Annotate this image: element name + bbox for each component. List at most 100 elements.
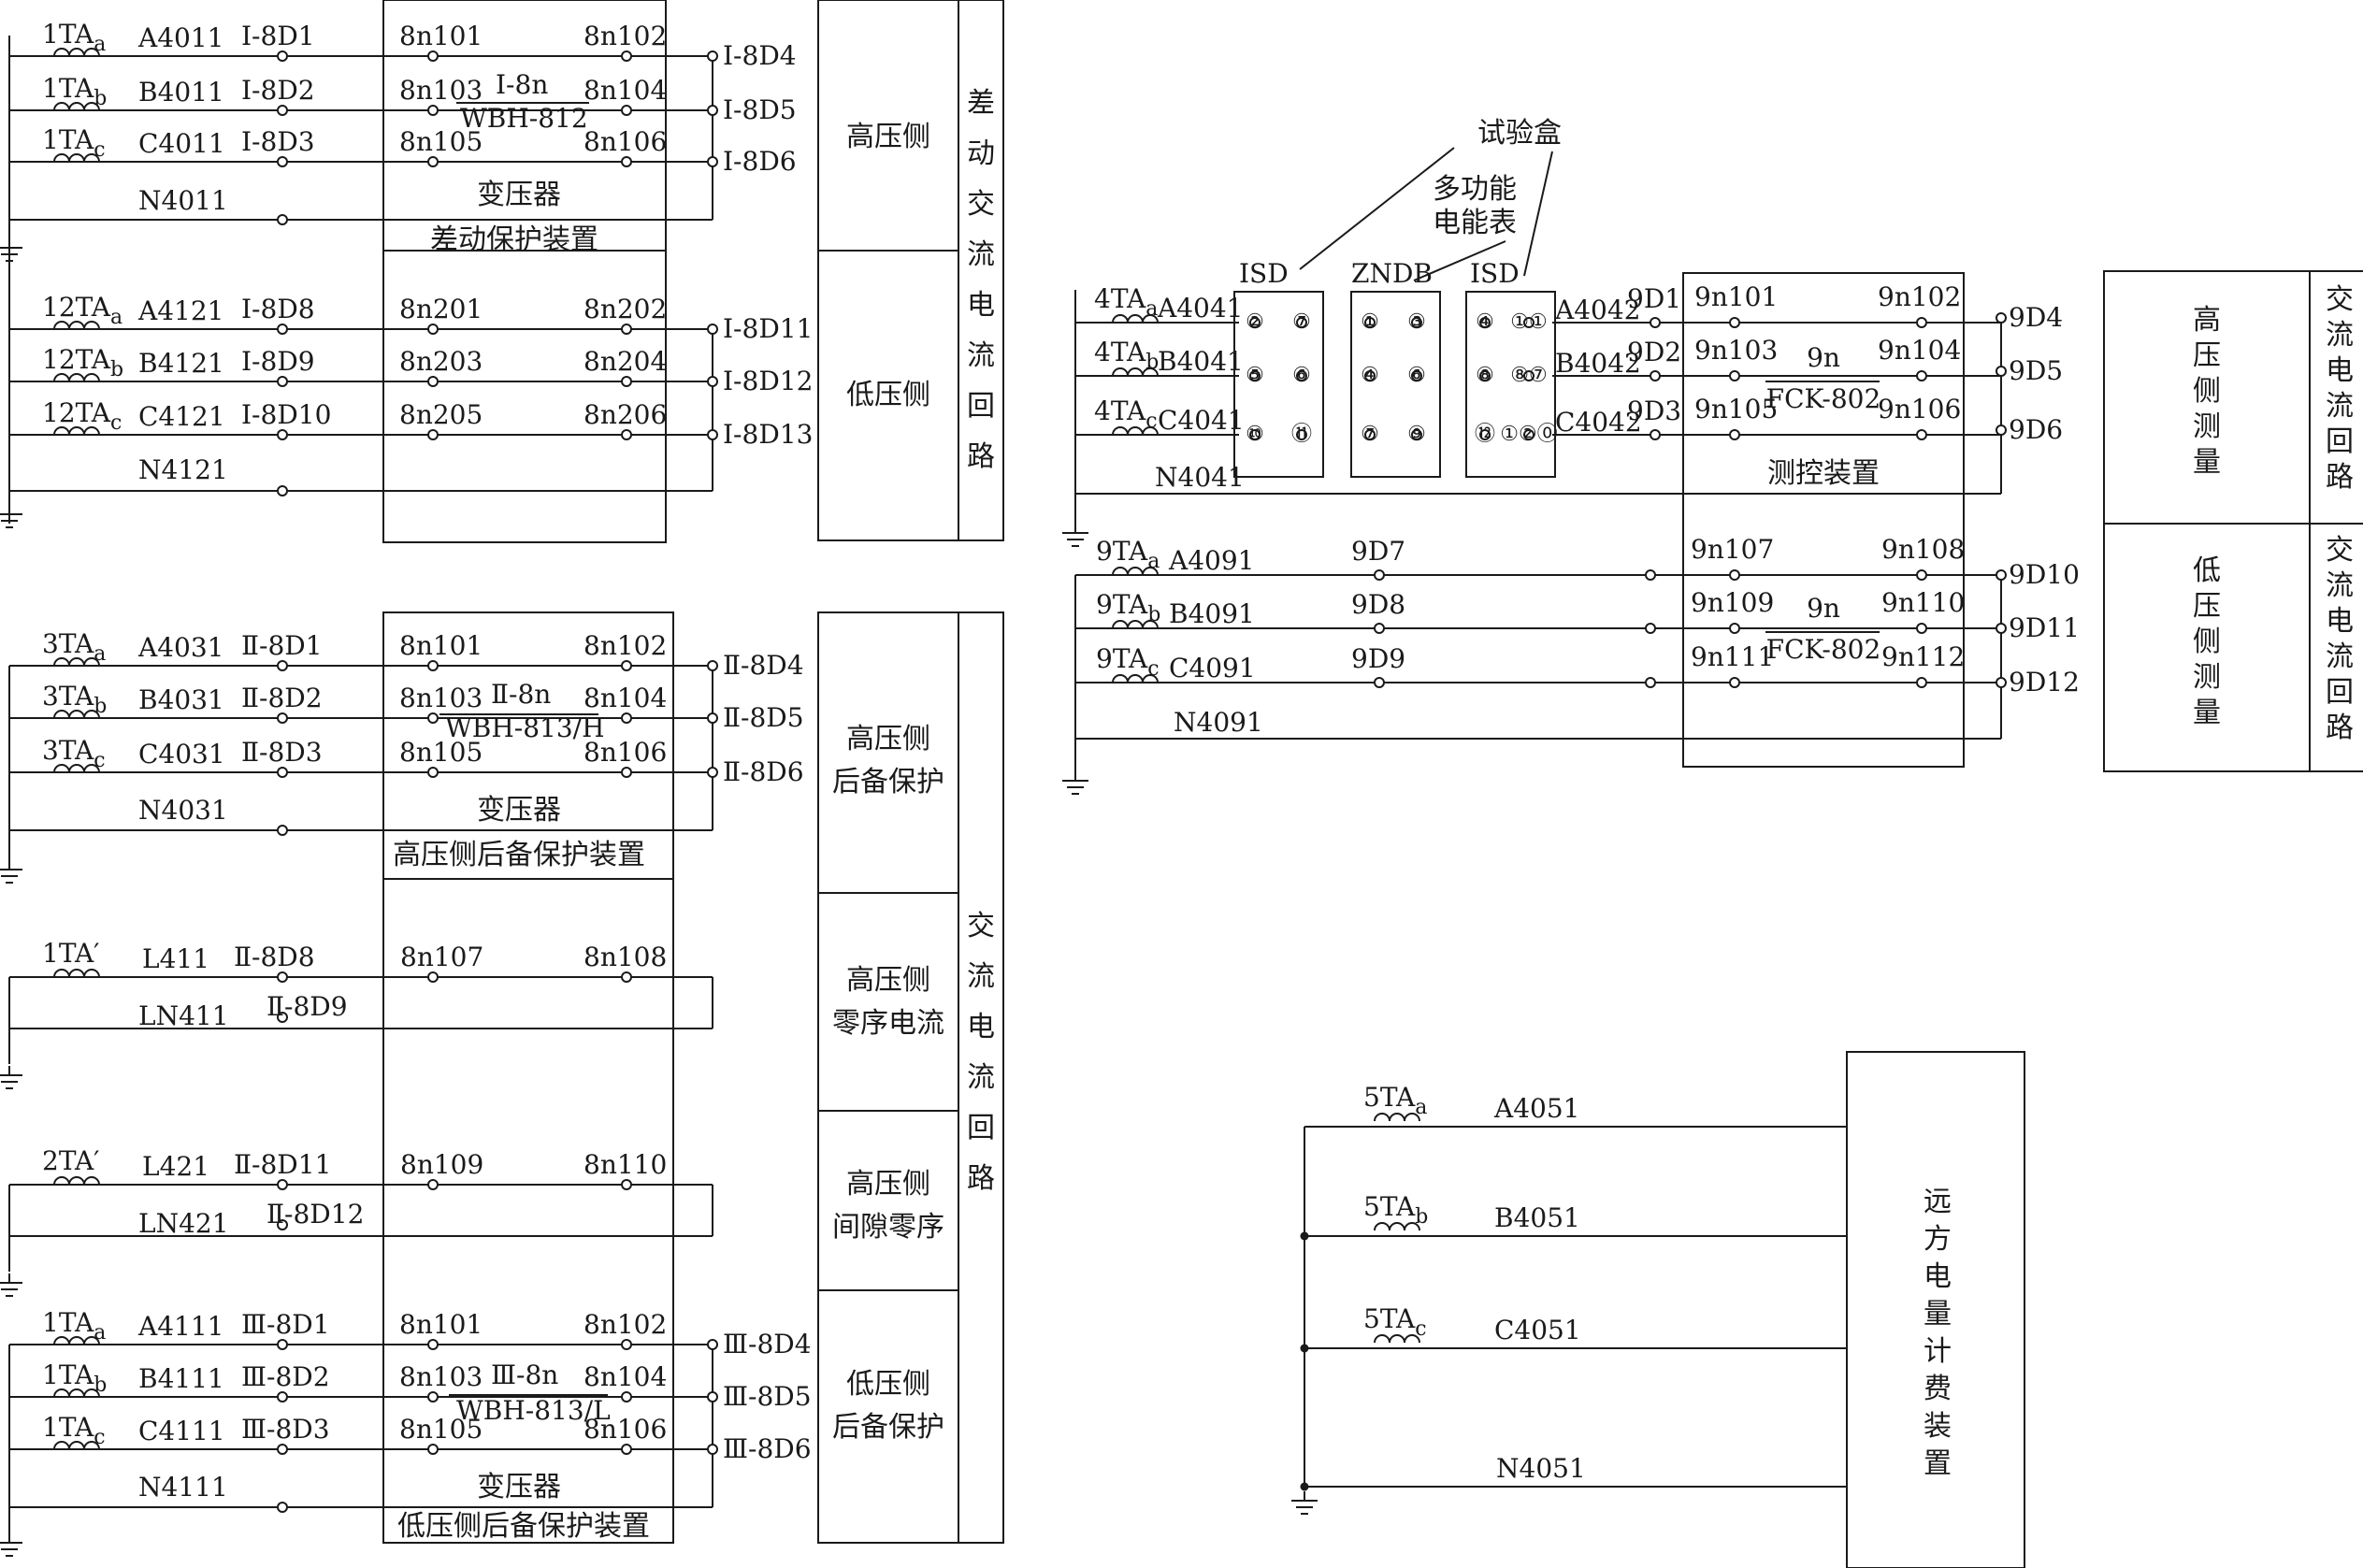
device-vertical-text: 电 bbox=[1924, 1260, 1952, 1293]
test-box-terminal bbox=[1523, 429, 1535, 440]
neutral-label: N4031 bbox=[138, 795, 228, 826]
terminal-block-label: Ⅰ-8D2 bbox=[241, 75, 315, 106]
device-input-terminal bbox=[427, 376, 439, 387]
table-cell: 高压侧 bbox=[846, 723, 930, 755]
test-box-label: 试验盒 bbox=[1477, 117, 1562, 150]
table-vertical-text: 电 bbox=[2326, 354, 2354, 387]
terminal bbox=[277, 1179, 288, 1190]
test-box-terminal-number: ①②⓪ bbox=[1500, 423, 1557, 446]
test-box-terminal bbox=[1249, 429, 1261, 440]
external-terminal-label: Ⅰ-8D4 bbox=[723, 40, 797, 71]
terminal bbox=[277, 1444, 288, 1455]
ct-coil-icon bbox=[1374, 1334, 1420, 1344]
ct-label: 3TAa bbox=[42, 628, 106, 666]
test-box-terminal-number: ⑦ bbox=[1292, 310, 1311, 334]
ct-name: 5TA bbox=[1363, 1082, 1416, 1113]
terminal bbox=[277, 1219, 288, 1230]
meter-label: 电能表 bbox=[1433, 207, 1517, 239]
ground-icon bbox=[0, 238, 22, 262]
neutral-label: N4051 bbox=[1496, 1453, 1586, 1484]
terminal-block-label: 9D7 bbox=[1351, 536, 1405, 567]
ct-phase-subscript: a bbox=[1147, 550, 1160, 573]
test-box-terminal bbox=[1364, 370, 1376, 381]
ct-label: 1TAc bbox=[42, 124, 106, 162]
table-cell: 高压侧 bbox=[846, 1168, 930, 1201]
test-box-terminal-number: ④ bbox=[1361, 364, 1379, 387]
table-vertical-text: 流 bbox=[967, 1061, 995, 1094]
ct-phase-subscript: a bbox=[94, 1321, 106, 1345]
terminal bbox=[277, 1012, 288, 1023]
device-input-terminal bbox=[427, 971, 439, 983]
test-box-terminal-number: ⑦ bbox=[1361, 423, 1379, 446]
terminal-block-label: 9D2 bbox=[1627, 337, 1681, 367]
device-input-terminal bbox=[427, 50, 439, 62]
terminal bbox=[277, 50, 288, 62]
terminal bbox=[1645, 569, 1656, 581]
ct-phase-subscript: a bbox=[94, 33, 106, 56]
wire-label: A4031 bbox=[137, 632, 223, 663]
terminal-block-label: Ⅱ-8D11 bbox=[234, 1149, 331, 1180]
device-input-terminal bbox=[427, 429, 439, 440]
ct-name: 3TA bbox=[42, 628, 94, 659]
ct-coil-icon bbox=[53, 321, 100, 330]
ct-label: 1TAb bbox=[42, 1359, 107, 1397]
terminal-block-label: Ⅰ-8D8 bbox=[241, 294, 315, 324]
device-id-label: Ⅱ-8n bbox=[491, 679, 551, 710]
wire-label: B4111 bbox=[138, 1363, 224, 1394]
table-vertical-text: 路 bbox=[2326, 712, 2354, 744]
device-id-label: Ⅰ-8n bbox=[496, 69, 548, 100]
ct-coil-icon bbox=[53, 373, 100, 382]
terminal-block-label: Ⅱ-8D2 bbox=[241, 683, 323, 713]
external-terminal bbox=[707, 324, 718, 335]
device-output-label: 8n108 bbox=[584, 942, 667, 972]
ct-phase-subscript: c bbox=[1145, 410, 1157, 433]
ct-coil-icon bbox=[1112, 567, 1159, 576]
external-terminal-label: 9D5 bbox=[2009, 355, 2063, 386]
device-output-terminal bbox=[621, 1444, 632, 1455]
test-box-terminal bbox=[1249, 370, 1261, 381]
device-output-terminal bbox=[621, 376, 632, 387]
device-output-terminal bbox=[1916, 317, 1927, 328]
terminal bbox=[1374, 623, 1385, 634]
test-box-terminal bbox=[1479, 429, 1491, 440]
test-box-isd-1 bbox=[1233, 291, 1324, 478]
test-box-terminal-number: ④ bbox=[1476, 310, 1494, 334]
neutral-terminal bbox=[277, 1502, 288, 1513]
device-input-terminal bbox=[427, 105, 439, 116]
table-vertical-text: 侧 bbox=[2193, 626, 2221, 658]
device-input-terminal bbox=[427, 660, 439, 671]
terminal-block-label: Ⅰ-8D1 bbox=[241, 21, 315, 51]
ct-coil-icon bbox=[1112, 674, 1159, 683]
wire-label: C4051 bbox=[1494, 1315, 1581, 1345]
device-output-label: 8n104 bbox=[584, 1361, 667, 1392]
junction-dot bbox=[1300, 1231, 1309, 1241]
ct-coil-icon bbox=[53, 426, 100, 436]
ct-name: 9TA bbox=[1096, 643, 1148, 674]
table-vertical-text: 交 bbox=[2326, 283, 2354, 316]
ct-name: 4TA bbox=[1094, 283, 1146, 314]
ct-phase-subscript: b bbox=[94, 695, 107, 718]
terminal bbox=[1650, 317, 1661, 328]
ct-phase-subscript: a bbox=[1415, 1096, 1427, 1119]
device-id-label: 9n bbox=[1807, 593, 1840, 624]
table-vertical-text: 电 bbox=[967, 289, 995, 322]
table-vertical-text: 电 bbox=[967, 1011, 995, 1043]
ct-name: 5TA bbox=[1363, 1191, 1416, 1222]
table-cell: 低压侧 bbox=[846, 379, 930, 411]
test-box-terminal-number: ⑧ bbox=[1476, 364, 1494, 387]
external-terminal-label: Ⅰ-8D12 bbox=[723, 366, 813, 396]
device-model-label: WBH-813/H bbox=[445, 712, 605, 743]
backup-device-box bbox=[382, 611, 674, 1544]
left-table-bottom-vert bbox=[958, 611, 1004, 1544]
device-input-label: 9n105 bbox=[1694, 394, 1778, 424]
device-input-label: 8n205 bbox=[399, 399, 483, 430]
table-vertical-text: 侧 bbox=[2193, 375, 2221, 408]
ct-label: 2TA′ bbox=[42, 1145, 100, 1176]
device-input-terminal bbox=[427, 1339, 439, 1350]
table-cell: 高压侧 bbox=[846, 121, 930, 153]
external-terminal bbox=[707, 105, 718, 116]
device-model-label: FCK-802 bbox=[1766, 634, 1881, 665]
terminal-block-label: Ⅲ-8D2 bbox=[241, 1361, 330, 1392]
device-output-terminal bbox=[621, 1391, 632, 1403]
ct-name: 1TA bbox=[42, 19, 94, 50]
